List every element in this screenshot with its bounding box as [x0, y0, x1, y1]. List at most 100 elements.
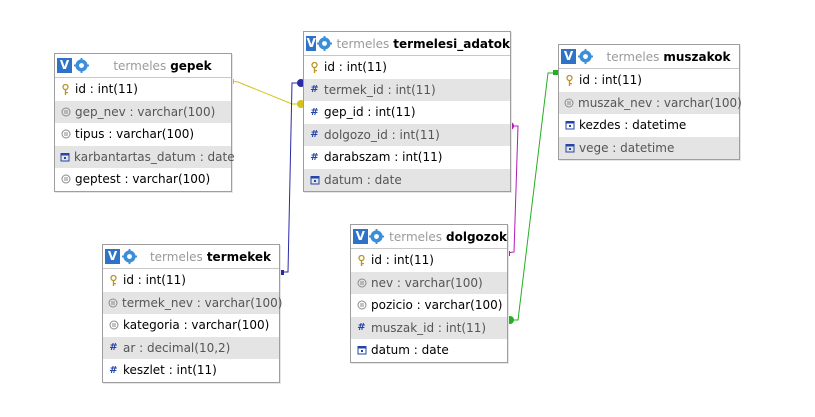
column-label: id : int(11)	[324, 60, 387, 75]
gear-icon[interactable]	[369, 228, 386, 245]
column-label: pozicio : varchar(100)	[371, 298, 503, 313]
column-row[interactable]: nev : varchar(100)	[351, 271, 507, 294]
table-name: dolgozok	[446, 229, 507, 244]
numeric-column-icon: #	[310, 151, 319, 163]
column-label: gep_id : int(11)	[324, 105, 416, 120]
column-row[interactable]: kezdes : datetime	[559, 114, 739, 137]
column-row[interactable]: # gep_id : int(11)	[304, 101, 510, 124]
column-row[interactable]: pozicio : varchar(100)	[351, 294, 507, 317]
column-row[interactable]: tipus : varchar(100)	[55, 123, 231, 146]
text-column-icon	[356, 277, 367, 288]
gear-icon[interactable]	[73, 57, 90, 74]
gear-icon[interactable]	[121, 248, 138, 265]
column-row[interactable]: karbantartas_datum : date	[55, 145, 235, 168]
column-row[interactable]: id : int(11)	[55, 78, 231, 101]
column-row[interactable]: id : int(11)	[351, 249, 507, 272]
column-label: id : int(11)	[123, 273, 186, 288]
primary-key-icon	[356, 254, 367, 266]
toggle-v-icon[interactable]: V	[561, 49, 576, 64]
toggle-v-icon[interactable]: V	[306, 36, 317, 51]
date-column-icon	[309, 174, 320, 185]
primary-key-icon	[108, 274, 119, 286]
column-row[interactable]: termek_nev : varchar(100)	[103, 291, 283, 314]
table-name: gepek	[170, 58, 212, 73]
column-label: termek_nev : varchar(100)	[122, 295, 283, 310]
column-row[interactable]: # darabszam : int(11)	[304, 146, 510, 169]
database-name: termeles	[336, 36, 390, 51]
column-label: tipus : varchar(100)	[75, 127, 195, 142]
text-column-icon	[108, 320, 119, 331]
text-column-icon	[60, 174, 71, 185]
column-label: kezdes : datetime	[579, 118, 687, 133]
primary-key-icon	[564, 74, 575, 86]
column-row[interactable]: #termek_id : int(11)	[304, 78, 510, 101]
column-label: keszlet : int(11)	[123, 363, 217, 378]
column-label: datum : date	[324, 172, 402, 187]
date-column-icon	[60, 151, 70, 162]
text-column-icon	[356, 300, 367, 311]
column-row[interactable]: geptest : varchar(100)	[55, 168, 231, 191]
database-name: termeles	[113, 58, 167, 73]
column-row[interactable]: kategoria : varchar(100)	[103, 314, 279, 337]
column-label: karbantartas_datum : date	[74, 149, 235, 164]
column-label: vege : datetime	[579, 140, 675, 155]
column-row[interactable]: # keszlet : int(11)	[103, 359, 279, 382]
toggle-v-icon[interactable]: V	[105, 249, 120, 264]
column-label: termek_id : int(11)	[324, 82, 436, 97]
column-label: kategoria : varchar(100)	[123, 318, 270, 333]
text-column-icon	[60, 106, 71, 117]
column-label: geptest : varchar(100)	[75, 172, 211, 187]
primary-key-icon	[60, 83, 71, 95]
column-label: muszak_nev : varchar(100)	[578, 95, 742, 110]
text-column-icon	[564, 97, 574, 108]
column-label: id : int(11)	[371, 253, 434, 268]
column-row[interactable]: datum : date	[304, 168, 510, 191]
column-row[interactable]: muszak_nev : varchar(100)	[559, 91, 742, 114]
column-label: ar : decimal(10,2)	[123, 340, 231, 355]
toggle-v-icon[interactable]: V	[57, 58, 72, 73]
primary-key-icon	[309, 61, 320, 73]
column-row[interactable]: #muszak_id : int(11)	[351, 316, 507, 339]
numeric-column-icon: #	[310, 106, 319, 118]
date-column-icon	[356, 345, 367, 356]
database-name: termeles	[149, 249, 203, 264]
text-column-icon	[108, 297, 118, 308]
relation-gep-id[interactable]	[229, 79, 305, 108]
column-row[interactable]: #ar : decimal(10,2)	[103, 336, 279, 359]
column-row[interactable]: id : int(11)	[103, 269, 279, 292]
relation-muszak-id[interactable]	[506, 70, 558, 324]
table-name: muszakok	[663, 49, 731, 64]
date-column-icon	[564, 120, 575, 131]
text-column-icon	[60, 129, 71, 140]
date-column-icon	[564, 142, 575, 153]
column-row[interactable]: datum : date	[351, 339, 507, 362]
column-row[interactable]: gep_nev : varchar(100)	[55, 100, 231, 123]
relation-termek-id[interactable]	[279, 79, 305, 275]
numeric-column-icon: #	[310, 129, 319, 141]
gear-icon[interactable]	[577, 48, 594, 65]
database-name: termeles	[606, 49, 660, 64]
column-row[interactable]: vege : datetime	[559, 136, 739, 159]
table-name: termekek	[206, 249, 272, 264]
column-row[interactable]: # dolgozo_id : int(11)	[304, 123, 510, 146]
column-label: dolgozo_id : int(11)	[324, 127, 440, 142]
gear-icon[interactable]	[317, 35, 333, 52]
column-row[interactable]: id : int(11)	[559, 69, 739, 92]
column-label: darabszam : int(11)	[324, 150, 443, 165]
table-name: termelesi_adatok	[393, 36, 510, 51]
toggle-v-icon[interactable]: V	[353, 229, 368, 244]
column-row[interactable]: id : int(11)	[304, 56, 510, 79]
numeric-column-icon: #	[109, 364, 118, 376]
column-label: nev : varchar(100)	[371, 275, 483, 290]
